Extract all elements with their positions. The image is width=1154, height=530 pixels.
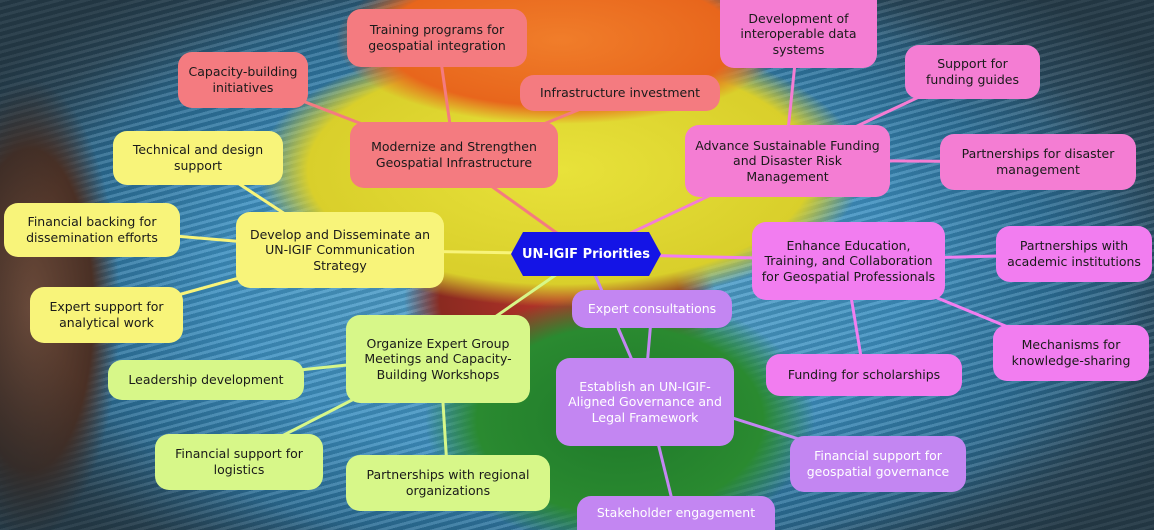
node-label: Develop and Disseminate an UN-IGIF Commu…	[249, 226, 431, 273]
node-leadership-development[interactable]: Leadership development	[108, 360, 304, 400]
node-label: Capacity-building initiatives	[188, 64, 298, 95]
node-label: Infrastructure investment	[539, 85, 701, 101]
node-analytical-support[interactable]: Expert support for analytical work	[30, 287, 183, 343]
node-label: Partnerships with academic institutions	[1007, 238, 1141, 269]
node-governance-framework[interactable]: Establish an UN-IGIF-Aligned Governance …	[556, 358, 734, 446]
node-label: Organize Expert Group Meetings and Capac…	[364, 335, 512, 382]
node-label: Development of interoperable data system…	[740, 10, 857, 57]
node-label: Partnerships for disaster management	[961, 146, 1115, 177]
node-dissemination-backing[interactable]: Financial backing for dissemination effo…	[4, 203, 180, 257]
node-governance-financial-support[interactable]: Financial support for geospatial governa…	[790, 436, 966, 492]
node-infrastructure-investment[interactable]: Infrastructure investment	[520, 75, 720, 111]
node-label: Mechanisms for knowledge-sharing	[1011, 337, 1131, 368]
node-disaster-partnerships[interactable]: Partnerships for disaster management	[940, 134, 1136, 190]
node-label: Financial support for logistics	[175, 446, 303, 477]
node-label: Funding for scholarships	[787, 367, 941, 383]
node-stakeholder-engagement[interactable]: Stakeholder engagement	[577, 496, 775, 530]
node-modernize-infrastructure[interactable]: Modernize and Strengthen Geospatial Infr…	[350, 122, 558, 188]
node-expert-consultations[interactable]: Expert consultations	[572, 290, 732, 328]
node-label: Training programs for geospatial integra…	[368, 22, 506, 53]
node-label: Establish an UN-IGIF-Aligned Governance …	[568, 378, 722, 425]
node-advance-funding[interactable]: Advance Sustainable Funding and Disaster…	[685, 125, 890, 197]
node-technical-design-support[interactable]: Technical and design support	[113, 131, 283, 185]
node-academic-partnerships[interactable]: Partnerships with academic institutions	[996, 226, 1152, 282]
node-interoperable-data[interactable]: Development of interoperable data system…	[720, 0, 877, 68]
center-label: UN-IGIF Priorities	[521, 246, 650, 262]
node-label: Technical and design support	[132, 142, 264, 173]
center-node-priorities[interactable]: UN-IGIF Priorities	[511, 232, 661, 276]
node-label: Expert consultations	[587, 301, 717, 317]
node-enhance-education[interactable]: Enhance Education, Training, and Collabo…	[752, 222, 945, 300]
node-label: Support for funding guides	[926, 56, 1019, 87]
node-capacity-building[interactable]: Capacity-building initiatives	[178, 52, 308, 108]
node-scholarships[interactable]: Funding for scholarships	[766, 354, 962, 396]
node-label: Stakeholder engagement	[596, 505, 756, 521]
node-label: Expert support for analytical work	[49, 299, 164, 330]
node-regional-partnerships[interactable]: Partnerships with regional organizations	[346, 455, 550, 511]
node-knowledge-sharing[interactable]: Mechanisms for knowledge-sharing	[993, 325, 1149, 381]
node-logistics-support[interactable]: Financial support for logistics	[155, 434, 323, 490]
node-label: Leadership development	[128, 372, 284, 388]
node-label: Enhance Education, Training, and Collabo…	[761, 237, 936, 284]
node-label: Financial support for geospatial governa…	[806, 448, 950, 479]
node-funding-guides[interactable]: Support for funding guides	[905, 45, 1040, 99]
node-expert-group-meetings[interactable]: Organize Expert Group Meetings and Capac…	[346, 315, 530, 403]
node-label: Financial backing for dissemination effo…	[26, 214, 158, 245]
node-label: Modernize and Strengthen Geospatial Infr…	[371, 139, 537, 170]
node-label: Partnerships with regional organizations	[366, 467, 530, 498]
node-label: Advance Sustainable Funding and Disaster…	[695, 137, 880, 184]
node-training-programs[interactable]: Training programs for geospatial integra…	[347, 9, 527, 67]
node-communication-strategy[interactable]: Develop and Disseminate an UN-IGIF Commu…	[236, 212, 444, 288]
